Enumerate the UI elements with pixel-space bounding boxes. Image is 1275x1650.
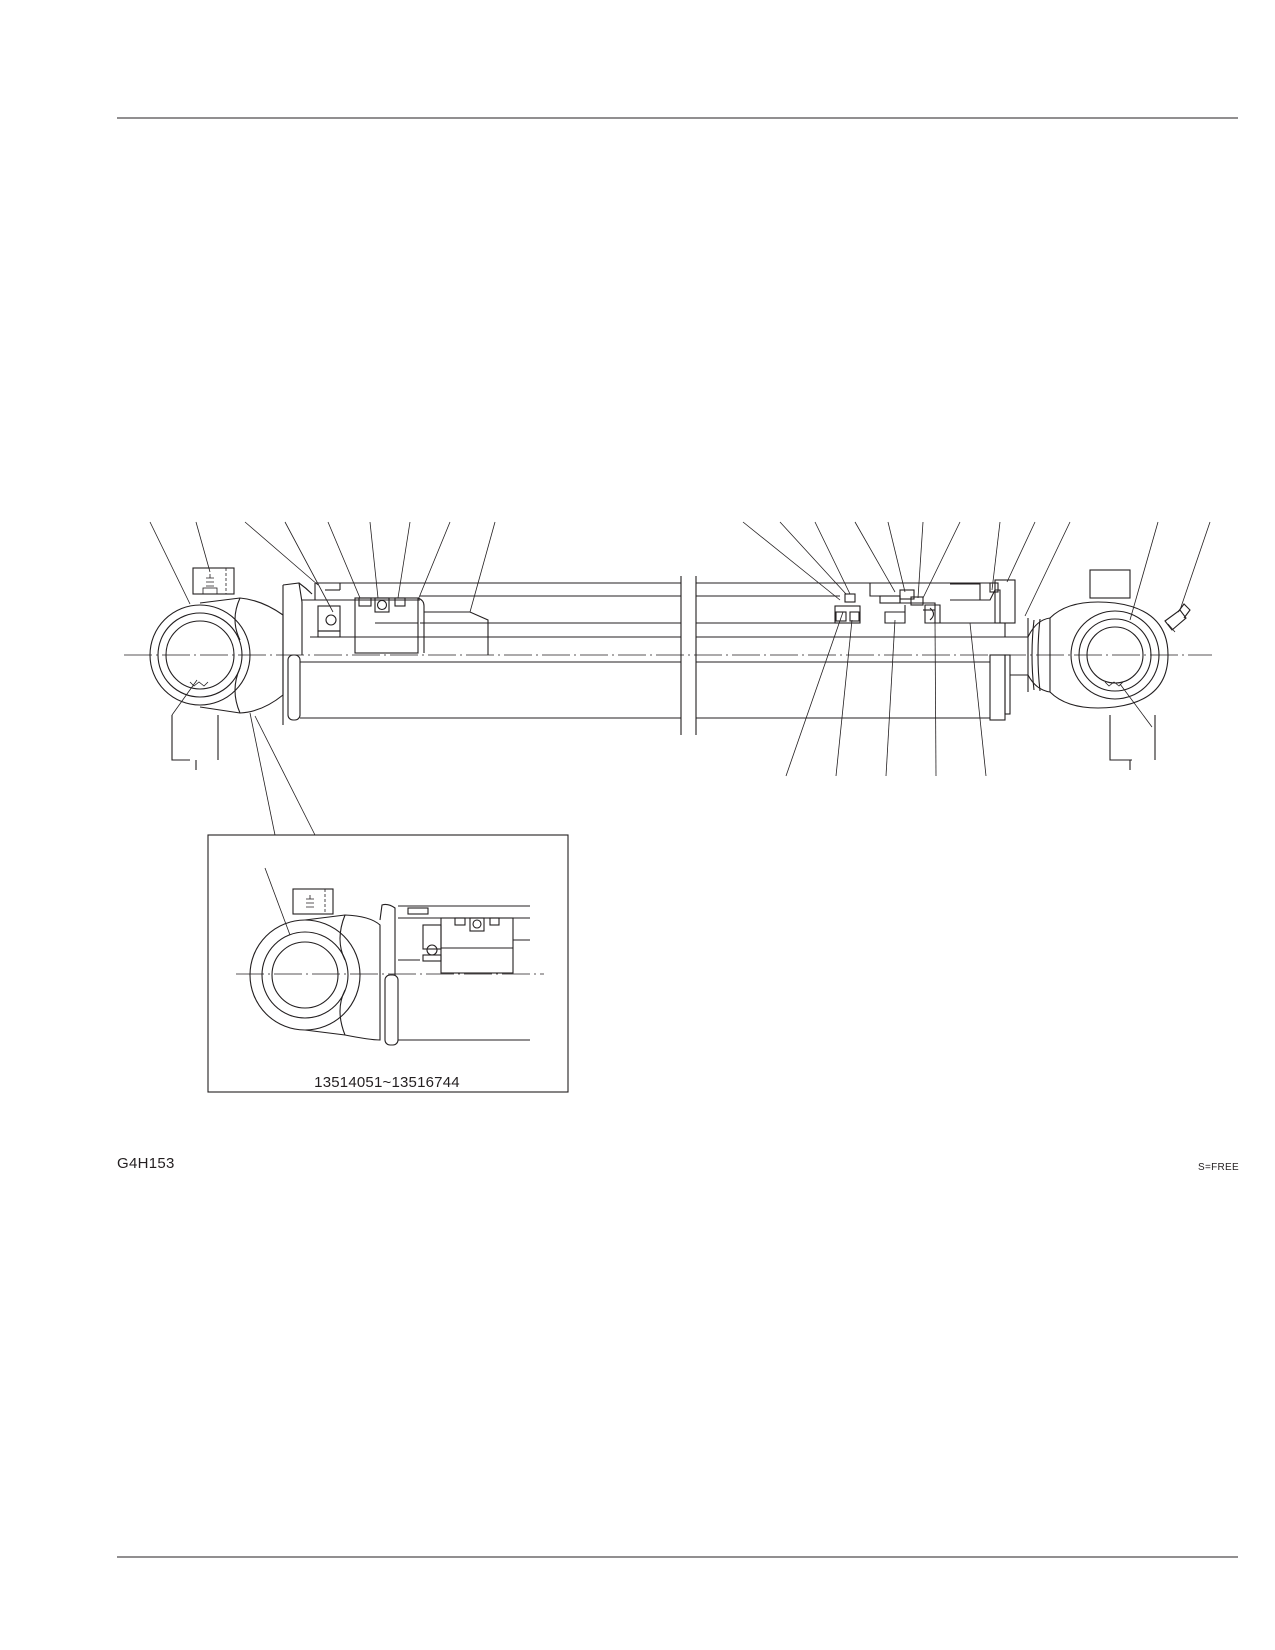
cylinder-head-gland (282, 582, 425, 725)
pin-dimension-brackets (171, 715, 1156, 770)
right-eye-bushing (1049, 569, 1169, 709)
grease-nipple-left (192, 567, 235, 595)
break-marks (680, 576, 697, 735)
detail-serial-range-caption: 13514051~13516744 (314, 1074, 460, 1091)
grease-nipple-right (1164, 603, 1191, 633)
piston-assembly (834, 579, 1016, 637)
cylinder-main-view (124, 521, 1212, 836)
left-eye-bushing (149, 597, 284, 714)
cylinder-bottom (989, 617, 1051, 721)
detail-view (207, 834, 569, 1093)
part-leader-lines-top (149, 521, 1211, 621)
part-leader-lines-bottom (171, 611, 1153, 777)
drawing-code: G4H153 (117, 1155, 175, 1172)
scale-note: S=FREE (1198, 1162, 1239, 1173)
